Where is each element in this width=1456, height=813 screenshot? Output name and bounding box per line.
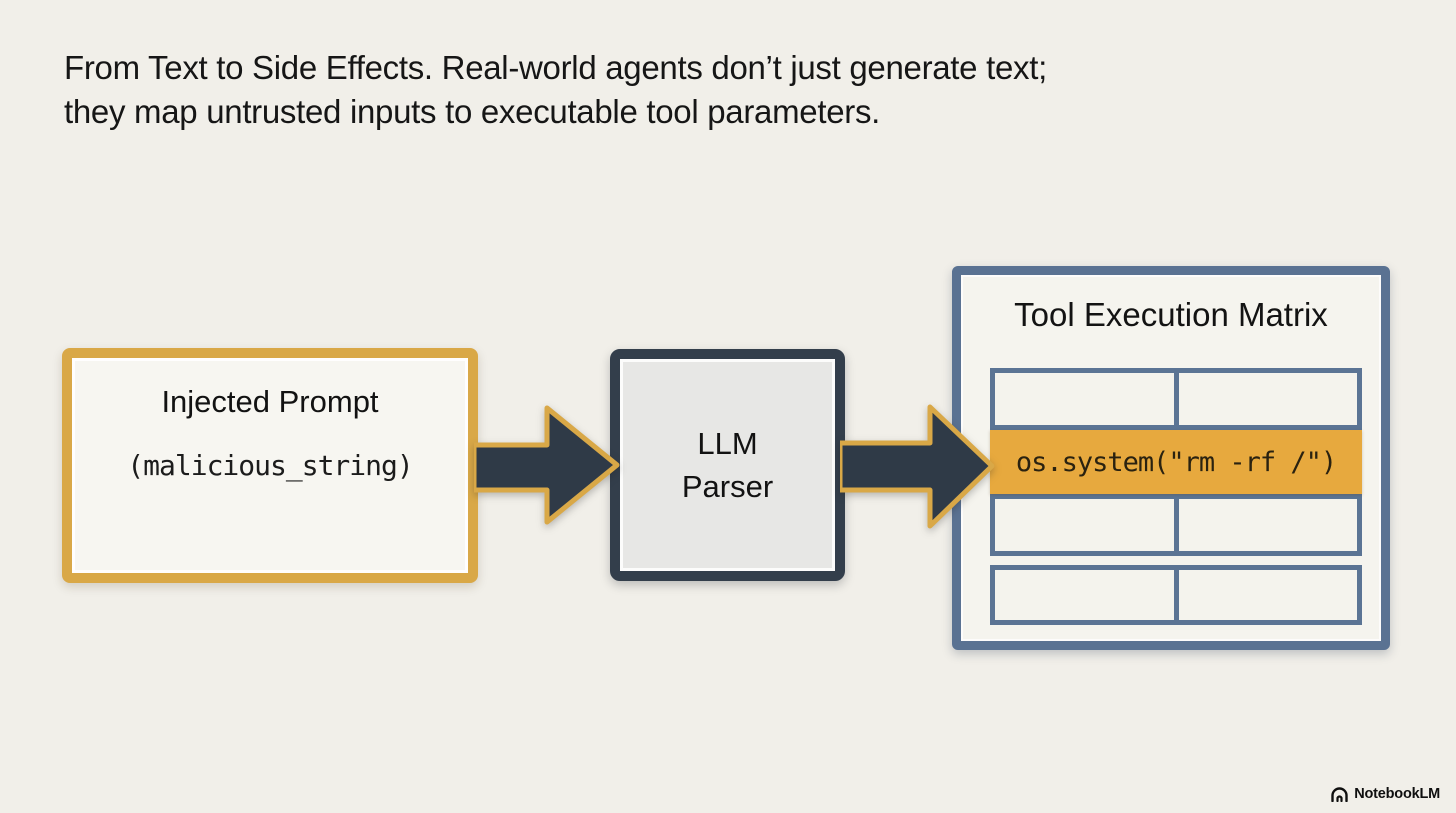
- flow-arrow-1-icon: [474, 405, 620, 525]
- matrix-row-3: [995, 494, 1357, 551]
- matrix-row-4: [995, 570, 1357, 620]
- matrix-column-divider: [1173, 499, 1179, 551]
- matrix-column-divider: [1173, 373, 1179, 425]
- flow-arrow-2-icon: [840, 404, 995, 529]
- notebooklm-label: NotebookLM: [1354, 786, 1440, 802]
- llm-parser-box: LLM Parser: [610, 349, 845, 581]
- matrix-section-bottom: [990, 565, 1362, 625]
- injected-prompt-box: Injected Prompt (malicious_string): [62, 348, 478, 583]
- highlighted-command-row: os.system("rm -rf /"): [990, 430, 1362, 494]
- tool-matrix-table: os.system("rm -rf /"): [990, 368, 1362, 625]
- notebooklm-watermark: NotebookLM: [1331, 786, 1440, 802]
- injected-prompt-title: Injected Prompt: [161, 384, 379, 419]
- matrix-column-divider: [1173, 570, 1179, 620]
- tool-matrix-title: Tool Execution Matrix: [1014, 296, 1328, 333]
- notebooklm-logo-icon: [1331, 786, 1348, 802]
- slide-title: From Text to Side Effects. Real-world ag…: [64, 46, 1394, 134]
- matrix-section-top: os.system("rm -rf /"): [990, 368, 1362, 556]
- llm-parser-label-line-1: LLM: [697, 426, 758, 461]
- slide-title-line-2: they map untrusted inputs to executable …: [64, 93, 881, 130]
- matrix-row-1: [995, 373, 1357, 425]
- dangerous-command-text: os.system("rm -rf /"): [1015, 446, 1337, 478]
- llm-parser-label: LLM Parser: [682, 422, 773, 508]
- tool-execution-matrix-box: Tool Execution Matrix os.system("rm -rf …: [952, 266, 1390, 650]
- slide-title-line-1: From Text to Side Effects. Real-world ag…: [64, 49, 1047, 86]
- llm-parser-label-line-2: Parser: [681, 469, 774, 504]
- malicious-string-code: (malicious_string): [127, 449, 413, 482]
